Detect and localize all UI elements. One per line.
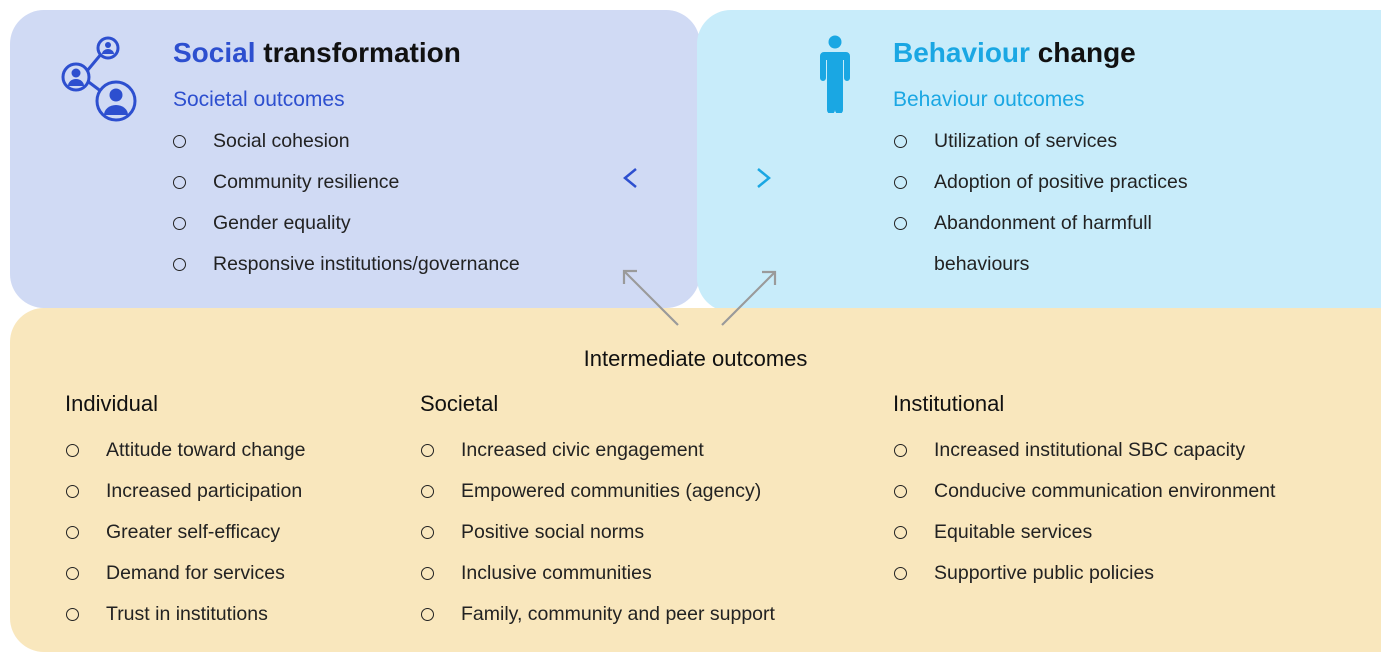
individual-column-title: Individual [65, 391, 158, 416]
list-item: Family, community and peer support [420, 594, 775, 635]
list-item: Social cohesion [172, 121, 520, 162]
list-item: Increased institutional SBC capacity [893, 430, 1275, 471]
list-item: Demand for services [65, 553, 305, 594]
person-icon [820, 35, 850, 113]
list-item: Supportive public policies [893, 553, 1275, 594]
list-item: Attitude toward change [65, 430, 305, 471]
intermediate-outcomes-panel [10, 308, 1381, 652]
list-item: Abandonment of harmfull behaviours [893, 203, 1203, 285]
behaviour-change-heading: Behaviour change [893, 37, 1136, 69]
list-item: Conducive communication environment [893, 471, 1275, 512]
list-item: Equitable services [893, 512, 1275, 553]
list-item: Increased civic engagement [420, 430, 775, 471]
behaviour-heading-rest: change [1029, 37, 1136, 68]
societal-outcomes-subheading: Societal outcomes [173, 88, 345, 111]
behaviour-heading-accent: Behaviour [893, 37, 1030, 68]
list-item: Empowered communities (agency) [420, 471, 775, 512]
list-item: Utilization of services [893, 121, 1203, 162]
list-item: Trust in institutions [65, 594, 305, 635]
behaviour-outcomes-subheading: Behaviour outcomes [893, 88, 1085, 111]
social-transformation-panel [10, 10, 700, 308]
people-network-icon [61, 36, 137, 122]
list-item: Gender equality [172, 203, 520, 244]
societal-outcomes-list: Social cohesion Community resilience Gen… [172, 121, 520, 285]
list-item: Increased participation [65, 471, 305, 512]
list-item: Community resilience [172, 162, 520, 203]
list-item: Positive social norms [420, 512, 775, 553]
behaviour-outcomes-list: Utilization of services Adoption of posi… [893, 121, 1203, 285]
social-transformation-heading: Social transformation [173, 37, 461, 69]
social-heading-accent: Social [173, 37, 256, 68]
list-item: Adoption of positive practices [893, 162, 1203, 203]
institutional-column-title: Institutional [893, 391, 1005, 416]
institutional-outcomes-list: Increased institutional SBC capacity Con… [893, 430, 1275, 594]
societal-outcomes-list: Increased civic engagement Empowered com… [420, 430, 775, 635]
social-heading-rest: transformation [255, 37, 461, 68]
intermediate-outcomes-title: Intermediate outcomes [583, 346, 808, 371]
individual-outcomes-list: Attitude toward change Increased partici… [65, 430, 305, 635]
list-item: Greater self-efficacy [65, 512, 305, 553]
list-item: Responsive institutions/governance [172, 244, 520, 285]
behaviour-change-panel [697, 10, 1381, 312]
societal-column-title: Societal [420, 391, 499, 416]
list-item: Inclusive communities [420, 553, 775, 594]
